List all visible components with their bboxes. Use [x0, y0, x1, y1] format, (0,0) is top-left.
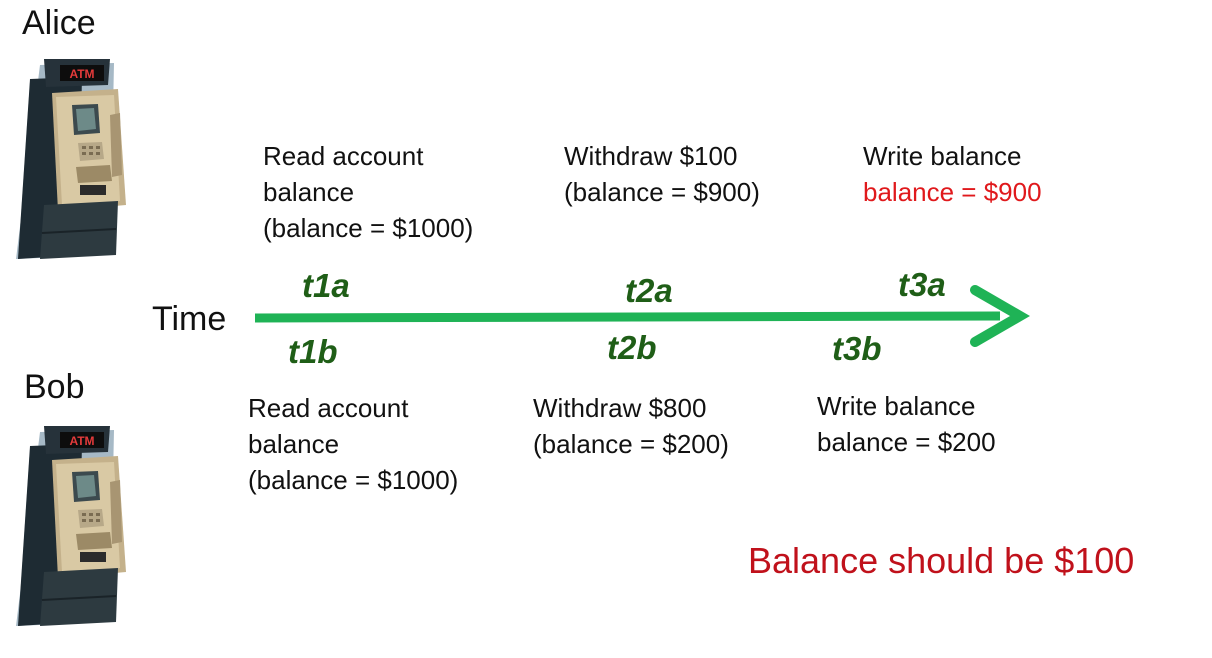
alice-atm-image: ATM [16, 59, 126, 259]
step-line: balance = $200 [817, 427, 996, 457]
alice-name: Alice [22, 4, 96, 42]
step-line: balance [248, 429, 340, 459]
step-line: (balance = $200) [533, 429, 729, 459]
time-label: Time [152, 300, 227, 338]
step-line: (balance = $1000) [263, 213, 474, 243]
bob-step-read: Read account balance (balance = $1000) [248, 390, 458, 498]
bob-name: Bob [24, 368, 85, 406]
time-label-t3b: t3b [832, 330, 882, 367]
step-line: Read account [248, 393, 409, 423]
atm-icon: ATM [16, 59, 126, 259]
time-label-t1a: t1a [302, 267, 350, 304]
time-label-t3a: t3a [898, 266, 946, 303]
step-line: Write balance [863, 141, 1022, 171]
atm-sign-text: ATM [69, 434, 94, 448]
step-line: (balance = $900) [564, 177, 760, 207]
step-line: Withdraw $100 [564, 141, 738, 171]
time-label-t2b: t2b [607, 329, 657, 366]
conclusion-text: Balance should be $100 [748, 540, 1135, 581]
alice-written-balance: balance = $900 [863, 177, 1042, 207]
step-line: Withdraw $800 [533, 393, 707, 423]
time-label-t2a: t2a [625, 272, 673, 309]
atm-sign-text: ATM [69, 67, 94, 81]
step-line: Write balance [817, 391, 976, 421]
bob-atm-image: ATM [16, 426, 126, 626]
bob-step-write: Write balance balance = $200 [817, 388, 996, 460]
bob-step-withdraw: Withdraw $800 (balance = $200) [533, 390, 729, 462]
alice-step-write: Write balance balance = $900 [863, 138, 1042, 210]
time-label-t1b: t1b [288, 333, 338, 370]
atm-icon: ATM [16, 426, 126, 626]
step-line: Read account [263, 141, 424, 171]
step-line: balance [263, 177, 355, 207]
step-line: (balance = $1000) [248, 465, 459, 495]
alice-step-read: Read account balance (balance = $1000) [263, 138, 473, 246]
alice-step-withdraw: Withdraw $100 (balance = $900) [564, 138, 760, 210]
